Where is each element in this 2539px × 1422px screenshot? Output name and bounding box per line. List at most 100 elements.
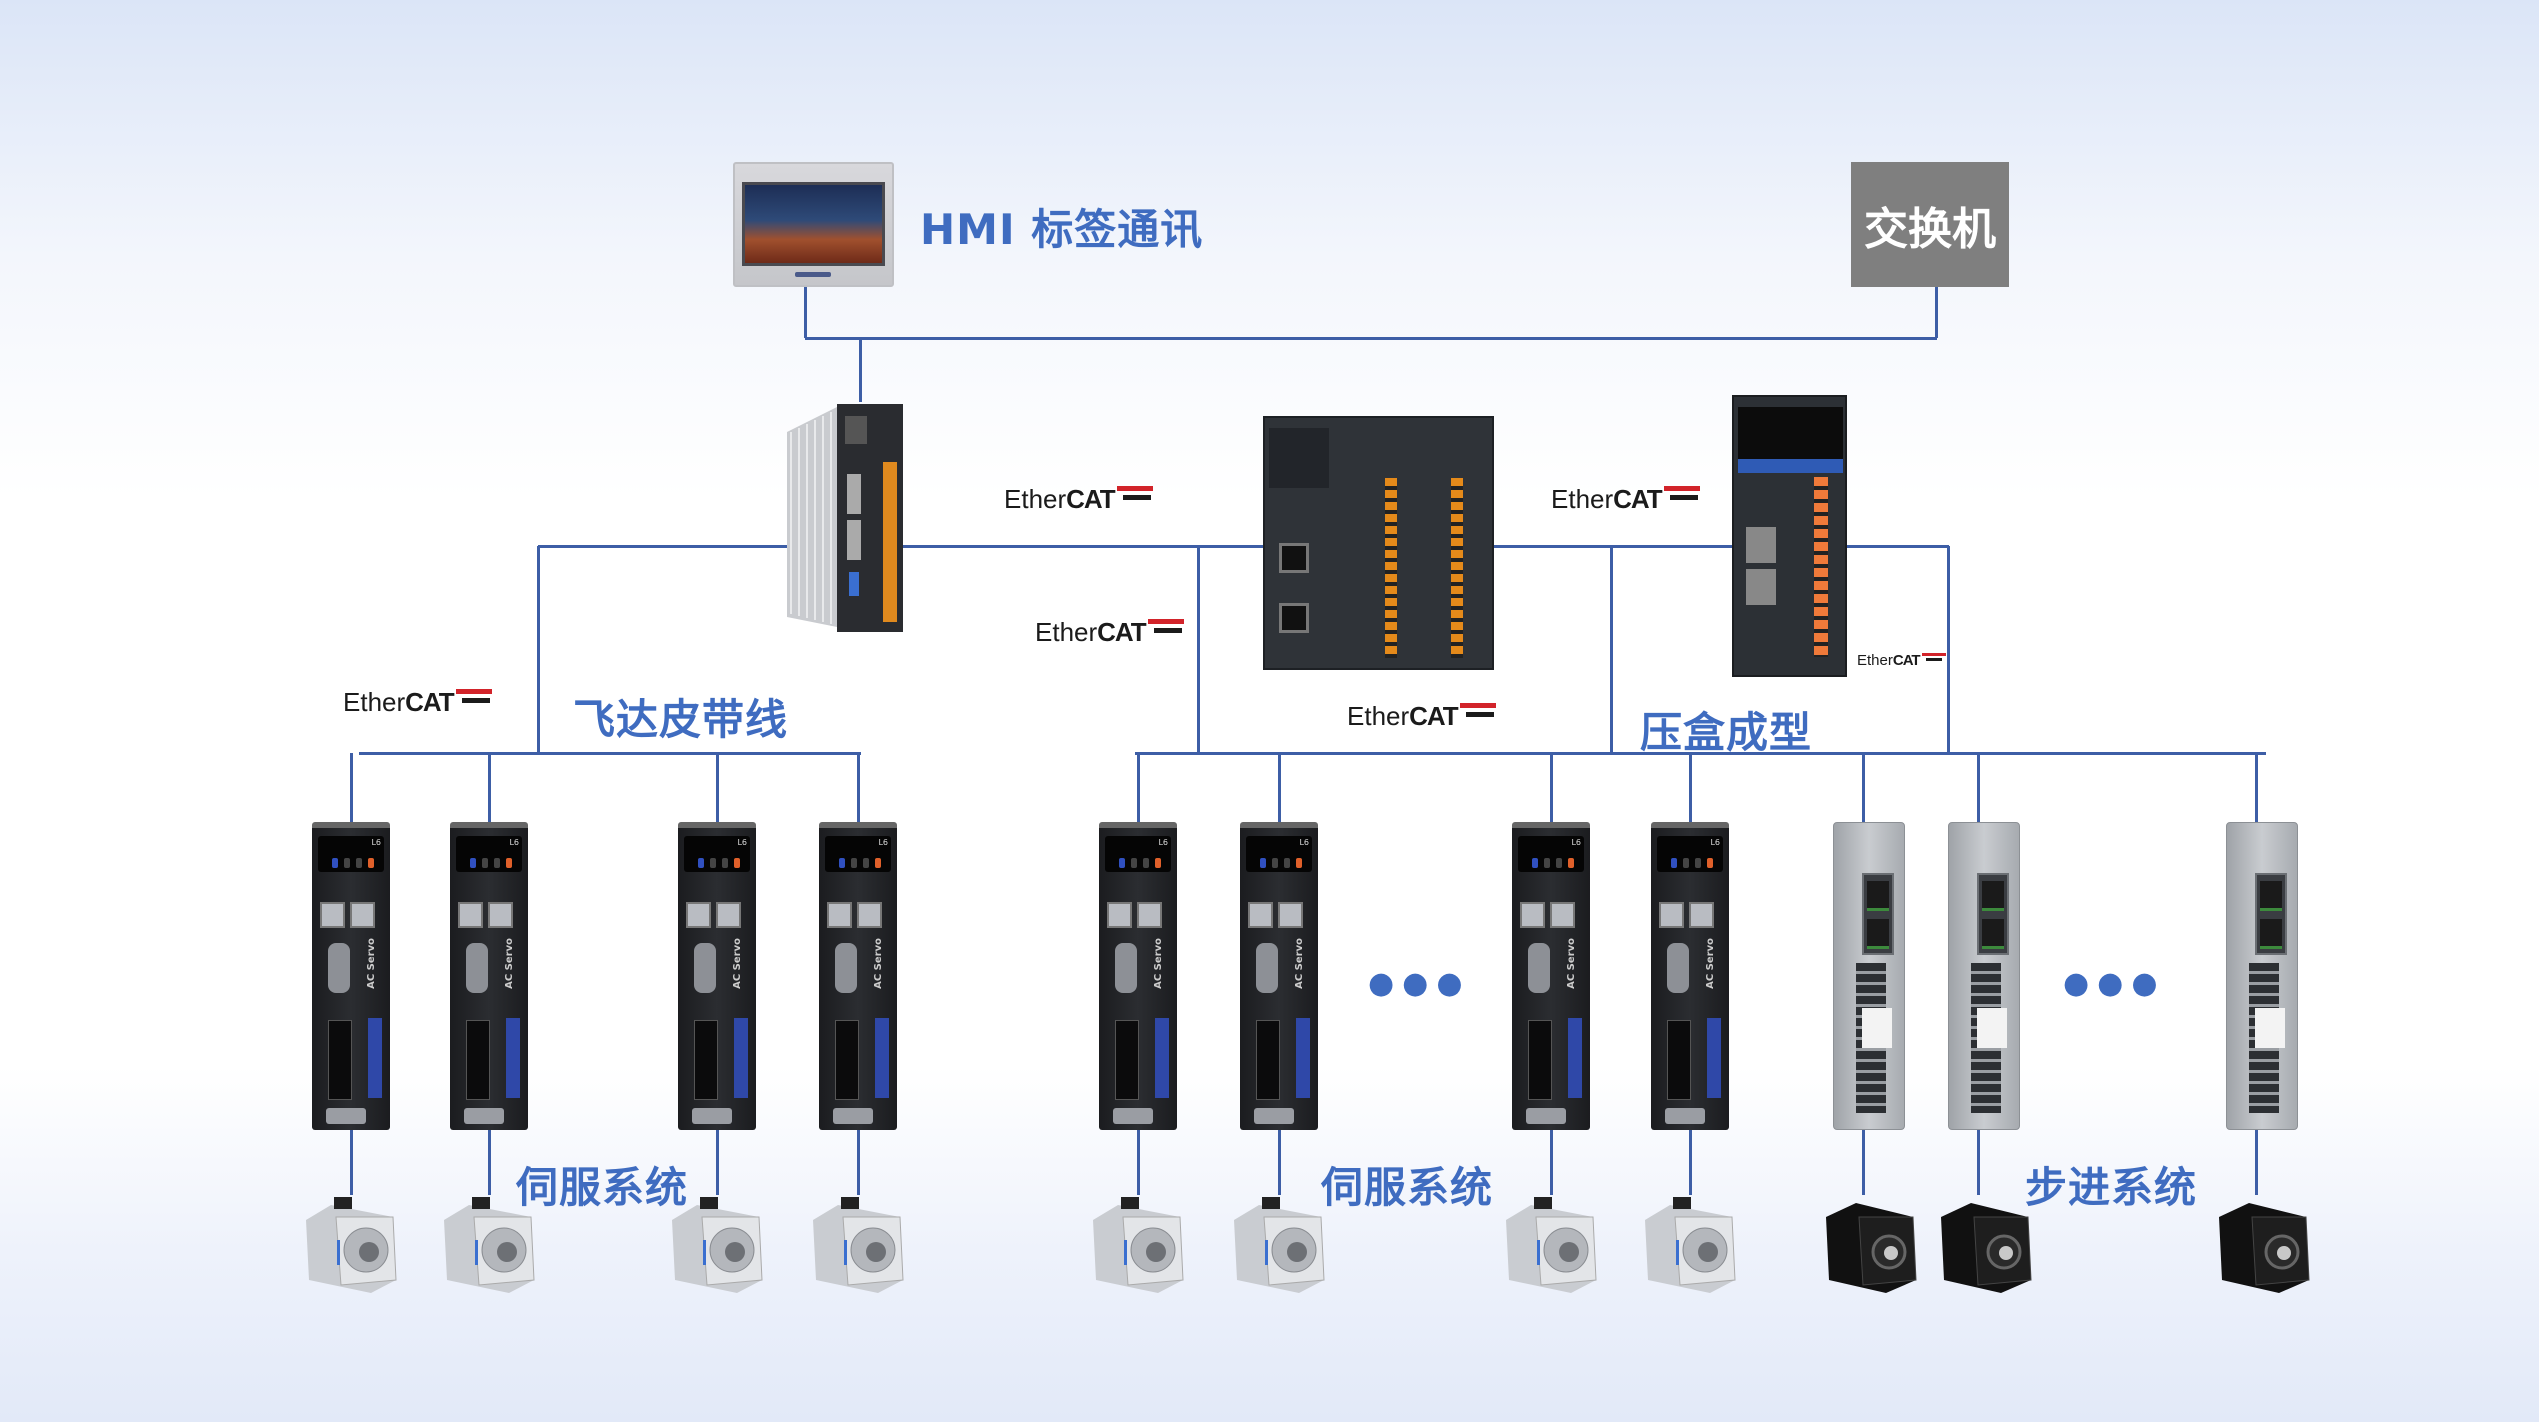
terminal-labels: [1296, 1018, 1310, 1098]
drop-line: [1976, 753, 1980, 822]
drive-text: AC Servo: [732, 938, 743, 989]
terminal-labels: [1568, 1018, 1582, 1098]
ethercat-ether: Ether: [1347, 701, 1410, 731]
servo-motor: [1088, 1195, 1188, 1295]
drop-line: [715, 1130, 719, 1195]
drop-line: [536, 546, 540, 753]
drop-line: [487, 753, 491, 822]
drive-text: AC Servo: [1566, 938, 1577, 989]
network-switch: 交换机: [1851, 162, 2009, 287]
ethercat-out-port: [1137, 902, 1162, 928]
ethercat-in-port: [686, 902, 711, 928]
stepper-motor: [2214, 1195, 2314, 1295]
hmi-label: HMI 标签通讯: [920, 205, 1204, 254]
stepper-motor: [1936, 1195, 2036, 1295]
servo-motor: [667, 1195, 767, 1295]
drive-model: L6: [878, 838, 888, 847]
stepper-motor: [1821, 1195, 1921, 1295]
drive-model: L6: [371, 838, 381, 847]
ethercat-arrows-icon: [1921, 652, 1946, 664]
ground-screws: [692, 1108, 732, 1124]
terminal-labels: [1707, 1018, 1721, 1098]
ethercat-ports: [2255, 873, 2287, 955]
ethercat-logo: EtherCAT: [343, 687, 492, 718]
ethercat-ether: Ether: [1004, 484, 1067, 514]
ground-screws: [326, 1108, 366, 1124]
encoder-port: [694, 943, 716, 993]
power-terminal: [694, 1020, 718, 1100]
ethercat-logo: EtherCAT: [1004, 484, 1153, 515]
drop-line: [1136, 1130, 1140, 1195]
drive-model: L6: [1571, 838, 1581, 847]
servo-motor: [439, 1195, 539, 1295]
power-terminal: [1256, 1020, 1280, 1100]
encoder-port: [1667, 943, 1689, 993]
stepper-drive: [1948, 822, 2020, 1130]
ethercat-cat: CAT: [1613, 484, 1663, 514]
ethercat-out-port: [1278, 902, 1303, 928]
drop-line: [1946, 546, 1950, 753]
ethercat-ether: Ether: [1551, 484, 1614, 514]
encoder-port: [1528, 943, 1550, 993]
servo-motor: [301, 1195, 401, 1295]
terminal-labels: [506, 1018, 520, 1098]
drop-line: [858, 338, 862, 402]
ethercat-logo: EtherCAT: [1551, 484, 1700, 515]
ethercat-out-port: [488, 902, 513, 928]
ground-screws: [1113, 1108, 1153, 1124]
ethercat-out-port: [350, 902, 375, 928]
servo-motor: [808, 1195, 908, 1295]
ethercat-logo: EtherCAT: [1035, 617, 1184, 648]
drive-display: L6: [318, 836, 384, 872]
bus-line: [805, 336, 1937, 340]
drive-display: L6: [456, 836, 522, 872]
drive-text: AC Servo: [1294, 938, 1305, 989]
ground-screws: [1526, 1108, 1566, 1124]
ethercat-arrows-icon: [1663, 484, 1700, 504]
compact-plc: [1732, 395, 1847, 677]
servo-motor: [1229, 1195, 1329, 1295]
drive-display: L6: [1246, 836, 1312, 872]
group-label-servo-left: 伺服系统: [516, 1163, 689, 1212]
power-terminal: [1115, 1020, 1139, 1100]
ethercat-ether: Ether: [1035, 617, 1098, 647]
ethercat-in-port: [1520, 902, 1545, 928]
ethercat-arrows-icon: [1147, 617, 1184, 637]
ethercat-cat: CAT: [1097, 617, 1147, 647]
drop-line: [803, 287, 807, 338]
drive-display: L6: [684, 836, 750, 872]
drop-line: [2254, 1130, 2258, 1195]
drop-line: [1934, 287, 1938, 338]
drive-model: L6: [737, 838, 747, 847]
bus-line: [359, 751, 861, 755]
drive-text: AC Servo: [873, 938, 884, 989]
drop-line: [1976, 1130, 1980, 1195]
ground-screws: [833, 1108, 873, 1124]
ethercat-cat: CAT: [405, 687, 455, 717]
encoder-port: [835, 943, 857, 993]
ethercat-logo: EtherCAT: [1347, 701, 1496, 732]
servo-drive: L6 AC Servo: [678, 822, 756, 1130]
group-label-box-forming: 压盒成型: [1640, 708, 1813, 757]
drive-model: L6: [509, 838, 519, 847]
bus-line: [1135, 751, 2266, 755]
ellipsis-servo: ●●●: [1368, 966, 1471, 1001]
ethercat-ether: Ether: [343, 687, 406, 717]
ethercat-in-port: [1659, 902, 1684, 928]
terminal-labels: [875, 1018, 889, 1098]
drop-line: [1609, 546, 1613, 753]
servo-drive: L6 AC Servo: [1512, 822, 1590, 1130]
ethercat-cat: CAT: [1066, 484, 1116, 514]
drive-display: L6: [825, 836, 891, 872]
ellipsis-stepper: ●●●: [2063, 966, 2166, 1001]
ethercat-arrows-icon: [455, 687, 492, 707]
drive-model: L6: [1710, 838, 1720, 847]
ethercat-ports: [1862, 873, 1894, 955]
ethercat-logo: EtherCAT: [1857, 652, 1946, 669]
hmi-touchscreen: [733, 162, 894, 287]
encoder-port: [466, 943, 488, 993]
switch-label: 交换机: [1864, 203, 1996, 255]
hmi-logo: [795, 272, 831, 277]
